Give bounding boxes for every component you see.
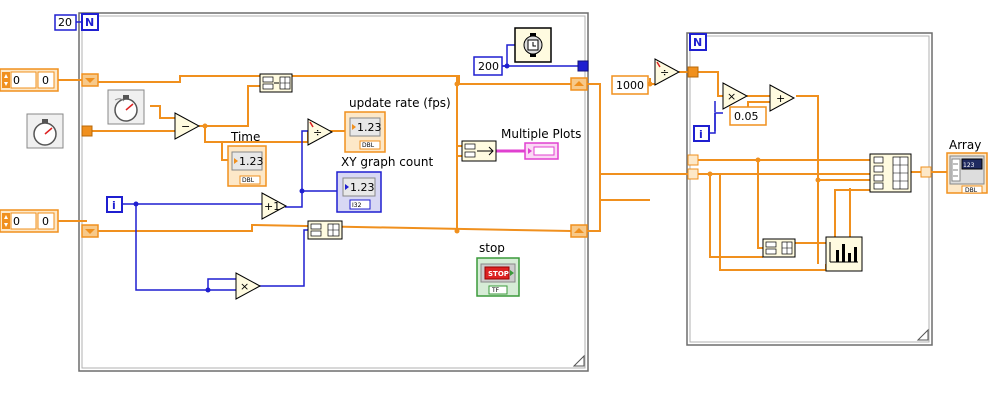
update-rate-indicator[interactable]: 1.23 DBL [344, 111, 386, 153]
xy-graph-count-type-tag: I32 [352, 202, 362, 209]
numeric-control-bottom-inner: 0 [42, 215, 49, 228]
xy-graph-count-indicator[interactable]: 1.23 I32 [336, 171, 382, 213]
numeric-control-bottom-value: 0 [13, 215, 20, 228]
tunnel-time-in [81, 125, 93, 137]
blue-wires [122, 44, 723, 291]
loop-1-iteration-terminal[interactable]: i [106, 196, 123, 213]
time-label: Time [230, 130, 260, 144]
divide-node[interactable]: ÷ [307, 118, 334, 146]
timer-ms-constant[interactable]: 200 [473, 56, 503, 76]
build-array-node-loop2[interactable] [762, 238, 796, 258]
array-type-tag: DBL [965, 187, 978, 194]
stop-type-tag: TF [491, 287, 500, 294]
numeric-control-top[interactable]: 0 0 [0, 68, 59, 92]
increment-symbol: +1 [264, 200, 280, 213]
tunnel-loop2-a [687, 154, 699, 166]
bundle-node[interactable] [461, 140, 497, 162]
subtract-node[interactable]: − [174, 112, 201, 140]
increment-node[interactable]: +1 [261, 192, 288, 220]
shift-register-right-top[interactable] [570, 77, 588, 91]
tunnel-timer-out [577, 60, 589, 72]
xy-graph-count-value: 1.23 [350, 181, 375, 194]
orange-wires [58, 71, 947, 271]
divisor-constant[interactable]: 1000 [611, 75, 649, 95]
wait-timer-node[interactable] [514, 27, 552, 63]
time-indicator[interactable]: 1.23 DBL [227, 145, 267, 187]
update-rate-value: 1.23 [357, 121, 382, 134]
array-label: Array [949, 138, 981, 152]
update-rate-type-tag: DBL [362, 142, 375, 149]
build-array-node-bottom[interactable] [307, 220, 343, 240]
multiply-symbol: × [240, 280, 249, 293]
numeric-control-top-value: 0 [13, 74, 20, 87]
stop-button-text: STOP [488, 270, 509, 278]
shift-register-left-top[interactable] [81, 73, 99, 87]
for-loop-1[interactable] [78, 12, 589, 372]
tunnel-loop2-b [687, 168, 699, 180]
numeric-control-bottom[interactable]: 0 0 [0, 209, 59, 233]
shift-register-right-bottom[interactable] [570, 224, 588, 238]
i-terminal-symbol: i [112, 199, 116, 212]
array-value: 123 [963, 162, 975, 169]
loop-2-resize-grip[interactable] [916, 328, 929, 341]
numeric-control-top-inner: 0 [42, 74, 49, 87]
divide-node-2[interactable]: ÷ [654, 58, 681, 86]
blue-junctions [133, 63, 510, 293]
stop-label: stop [479, 241, 505, 255]
stopwatch-icon[interactable] [107, 89, 145, 125]
n-terminal-symbol: N [85, 16, 94, 29]
build-array-node-large[interactable] [869, 153, 912, 193]
divisor-value: 1000 [616, 79, 644, 92]
array-indicator[interactable]: 123 DBL [946, 152, 988, 194]
xy-graph-count-label: XY graph count [341, 155, 433, 169]
subtract-symbol: − [181, 120, 190, 133]
stop-button-terminal[interactable]: STOP TF [476, 257, 520, 297]
multiple-plots-label: Multiple Plots [501, 127, 581, 141]
xy-plot-node[interactable] [825, 236, 863, 272]
multiple-plots-graph-terminal[interactable] [524, 142, 559, 160]
loop-2-i-symbol: i [699, 128, 703, 141]
divide-2-symbol: ÷ [660, 66, 669, 79]
add-node[interactable]: + [769, 84, 796, 112]
step-constant[interactable]: 0.05 [729, 106, 767, 126]
loop-2-n-symbol: N [693, 36, 702, 49]
stopwatch-icon-2[interactable] [26, 113, 64, 149]
time-type-tag: DBL [242, 177, 255, 184]
loop-2-n-terminal[interactable]: N [689, 33, 707, 51]
timer-ms-value: 200 [478, 60, 499, 73]
multiply-2-symbol: × [727, 90, 736, 103]
multiply-node[interactable]: × [235, 272, 262, 300]
add-symbol: + [776, 92, 785, 105]
loop-2-iteration-terminal[interactable]: i [693, 125, 710, 142]
loop-1-resize-grip[interactable] [572, 354, 585, 367]
loop-1-count-terminal[interactable]: 20 N [54, 13, 99, 31]
tunnel-loop2-in [687, 66, 699, 78]
shift-register-left-bottom[interactable] [81, 224, 99, 238]
step-value: 0.05 [734, 110, 759, 123]
loop-1-count-value: 20 [58, 16, 72, 29]
time-indicator-value: 1.23 [239, 155, 264, 168]
multiply-node-2[interactable]: × [722, 82, 749, 110]
for-loop-2[interactable] [686, 32, 933, 346]
update-rate-label: update rate (fps) [349, 96, 451, 110]
build-array-node-top[interactable] [259, 73, 293, 93]
tunnel-loop2-out [920, 166, 932, 178]
divide-symbol: ÷ [313, 126, 322, 139]
